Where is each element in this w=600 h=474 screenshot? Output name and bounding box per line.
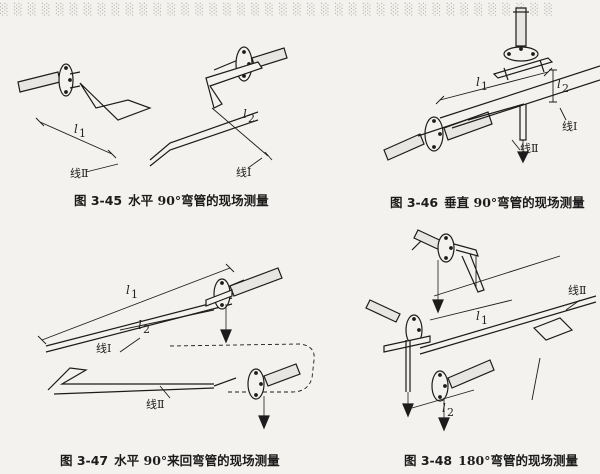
label-l2-sub-3-48: 2 bbox=[447, 406, 454, 419]
middle-pipe-with-flange bbox=[365, 299, 431, 418]
label-line2-3-47: 线Ⅱ bbox=[146, 397, 164, 411]
caption-number: 图 3-48 bbox=[404, 453, 453, 468]
label-l1-sub-3-45: 1 bbox=[79, 127, 86, 140]
label-line2-3-46: 线Ⅱ bbox=[520, 141, 538, 155]
labels-3-46: l 1 l 2 线Ⅰ 线Ⅱ bbox=[476, 75, 577, 155]
figure-3-48 bbox=[365, 229, 597, 432]
caption-3-47: 图 3-47 水平 90°来回弯管的现场测量 bbox=[60, 450, 280, 469]
caption-number: 图 3-45 bbox=[74, 193, 123, 208]
label-l1-3-47: l bbox=[126, 283, 130, 297]
labels-3-48: l 1 l 2 线Ⅱ bbox=[442, 283, 586, 419]
caption-number: 图 3-47 bbox=[60, 453, 109, 468]
pipe-with-flange-left bbox=[17, 63, 81, 97]
ruler-right bbox=[205, 61, 263, 109]
label-l2-3-48: l bbox=[442, 401, 446, 415]
label-l2-sub-3-46: 2 bbox=[562, 82, 569, 95]
label-l2-3-47: l bbox=[138, 318, 142, 332]
vertical-pipe-with-flange bbox=[492, 7, 554, 81]
label-l2-sub-3-47: 2 bbox=[143, 323, 150, 336]
caption-3-48: 图 3-48 180°弯管的现场测量 bbox=[404, 450, 578, 469]
upper-pipe-with-flange bbox=[205, 267, 283, 344]
figure-3-45 bbox=[17, 46, 288, 173]
label-l1-sub-3-46: 1 bbox=[481, 80, 488, 93]
top-pipe-with-flange bbox=[411, 229, 485, 314]
label-l1-sub-3-48: 1 bbox=[481, 314, 488, 327]
lower-pipe-with-flange bbox=[213, 363, 301, 430]
caption-text: 水平 90°弯管的现场测量 bbox=[128, 193, 269, 208]
caption-number: 图 3-46 bbox=[390, 195, 439, 210]
caption-3-46: 图 3-46 垂直 90°弯管的现场测量 bbox=[390, 192, 585, 211]
caption-text: 180°弯管的现场测量 bbox=[458, 453, 578, 468]
label-line1-3-45: 线Ⅰ bbox=[236, 165, 251, 179]
label-l1-sub-3-47: 1 bbox=[131, 288, 138, 301]
label-line2-3-45: 线Ⅱ bbox=[70, 166, 88, 180]
bottom-pipe-with-flange bbox=[431, 359, 495, 432]
horizontal-pipe-with-flange bbox=[383, 111, 493, 161]
label-l2-3-45: l bbox=[243, 107, 247, 121]
label-l2-3-46: l bbox=[557, 77, 561, 91]
labels-3-47: l 1 l 2 线Ⅰ 线Ⅱ bbox=[96, 283, 164, 411]
label-l1-3-48: l bbox=[476, 309, 480, 323]
label-line1-3-47: 线Ⅰ bbox=[96, 341, 111, 355]
caption-3-45: 图 3-45 水平 90°弯管的现场测量 bbox=[74, 190, 269, 209]
label-line2-3-48: 线Ⅱ bbox=[568, 283, 586, 297]
label-l1-3-45: l bbox=[74, 122, 78, 136]
label-l2-sub-3-45: 2 bbox=[248, 112, 255, 125]
caption-text: 水平 90°来回弯管的现场测量 bbox=[114, 453, 280, 468]
labels-3-45: l 1 l 2 线Ⅱ 线Ⅰ bbox=[70, 107, 255, 180]
label-l1-3-46: l bbox=[476, 75, 480, 89]
figure-3-47 bbox=[37, 263, 315, 430]
caption-text: 垂直 90°弯管的现场测量 bbox=[444, 195, 585, 210]
label-line1-3-46: 线Ⅰ bbox=[562, 119, 577, 133]
ruler-left bbox=[79, 82, 152, 121]
figure-3-46 bbox=[383, 7, 600, 164]
